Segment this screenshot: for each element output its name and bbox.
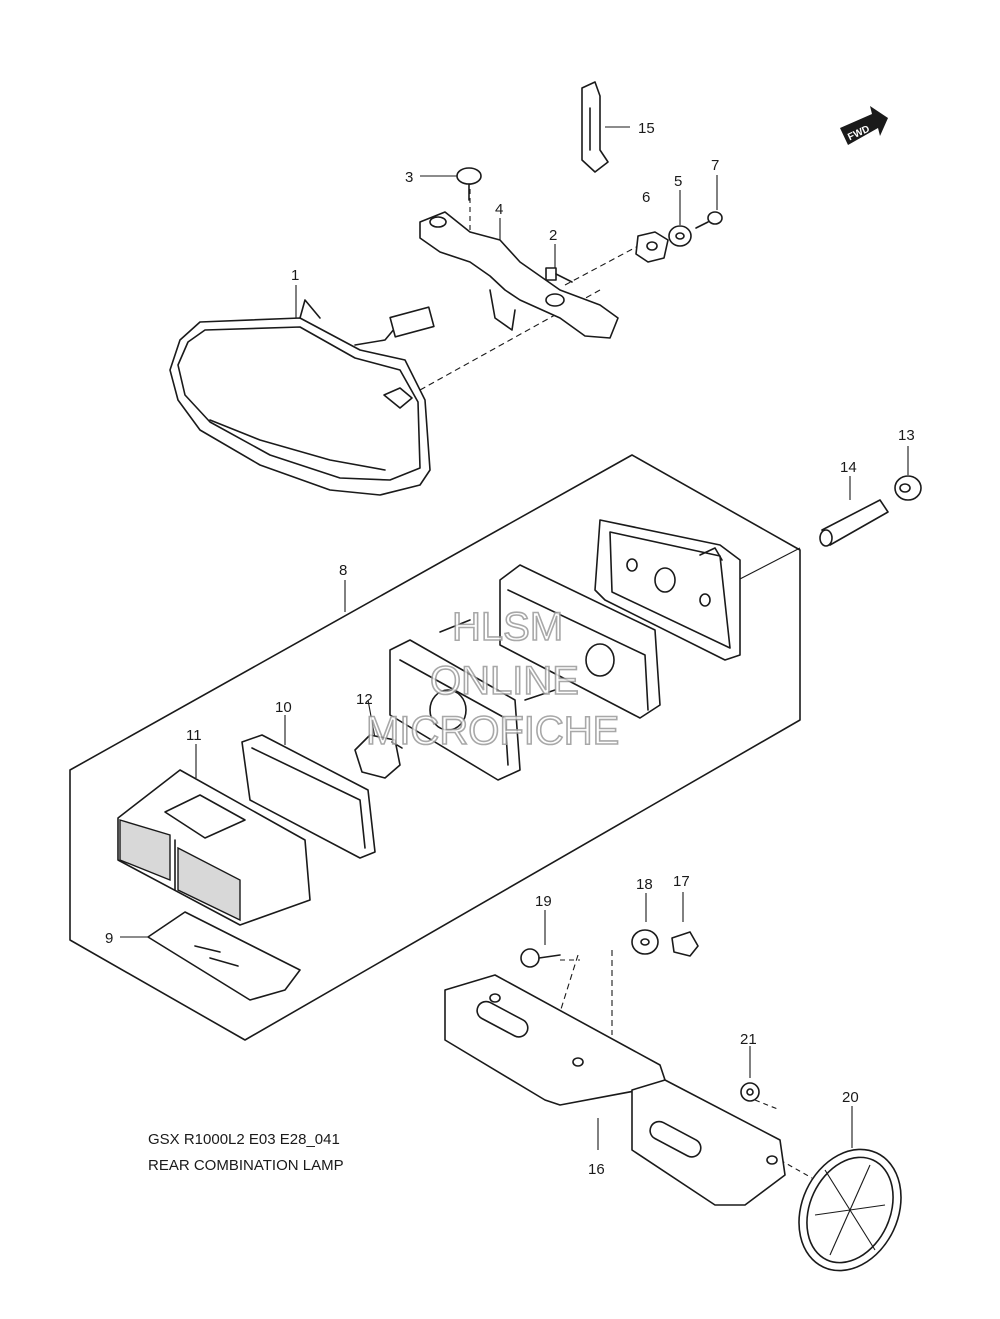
part-18-washer — [631, 929, 659, 955]
callout-18: 18 — [636, 876, 653, 893]
callout-14: 14 — [840, 459, 857, 476]
part-10-gasket — [241, 734, 376, 859]
callout-21: 21 — [740, 1031, 757, 1048]
part-21-nut — [740, 1082, 760, 1102]
caption-title: REAR COMBINATION LAMP — [148, 1157, 344, 1174]
callout-6: 6 — [642, 189, 650, 206]
assembly-8-lamp-body — [499, 564, 661, 719]
callout-10: 10 — [275, 699, 292, 716]
caption-model: GSX R1000L2 E03 E28_041 — [148, 1131, 340, 1148]
part-7-screw — [695, 211, 723, 229]
callout-2: 2 — [549, 227, 557, 244]
callout-7: 7 — [711, 157, 719, 174]
callout-12: 12 — [356, 691, 373, 708]
part-20-reflector — [798, 1148, 902, 1272]
part-19-screw — [520, 948, 561, 968]
part-5-washer — [668, 225, 692, 247]
callout-9: 9 — [105, 930, 113, 947]
part-6-grommet — [635, 231, 669, 263]
callout-3: 3 — [405, 169, 413, 186]
part-13-nut — [894, 475, 922, 501]
watermark: HLSM ONLINE MICROFICHE — [365, 604, 620, 754]
part-17-grommet — [671, 931, 699, 957]
watermark-line-1: HLSM — [452, 605, 563, 649]
assembly-8-outline — [69, 454, 801, 1041]
part-4-bracket — [419, 211, 619, 339]
part-1-tail-lamp — [169, 299, 435, 496]
part-3-screw — [456, 167, 482, 201]
callout-15: 15 — [638, 120, 655, 137]
callout-16: 16 — [588, 1161, 605, 1178]
part-15-band — [581, 81, 609, 173]
callout-labels: 1 2 3 4 5 6 7 8 9 10 11 12 13 14 15 16 1… — [105, 120, 915, 1178]
watermark-line-3: MICROFICHE — [366, 709, 619, 753]
callout-19: 19 — [535, 893, 552, 910]
assembly-8-gasket — [594, 519, 741, 661]
callout-1: 1 — [291, 267, 299, 284]
callout-20: 20 — [842, 1089, 859, 1106]
part-9-plate — [147, 911, 301, 1001]
callout-11: 11 — [186, 727, 202, 744]
watermark-line-2: ONLINE — [430, 659, 579, 703]
callout-5: 5 — [674, 173, 682, 190]
part-12-bulb — [354, 734, 403, 779]
part-16-bracket — [444, 974, 786, 1206]
fwd-arrow: FWD — [840, 106, 888, 145]
callout-8: 8 — [339, 562, 347, 579]
callout-4: 4 — [495, 201, 503, 218]
part-11-lens — [117, 769, 311, 926]
callout-13: 13 — [898, 427, 915, 444]
callout-17: 17 — [673, 873, 690, 890]
assembly-8-socket — [389, 619, 556, 781]
part-14-spacer — [819, 499, 889, 547]
part-2-screw — [545, 267, 573, 283]
